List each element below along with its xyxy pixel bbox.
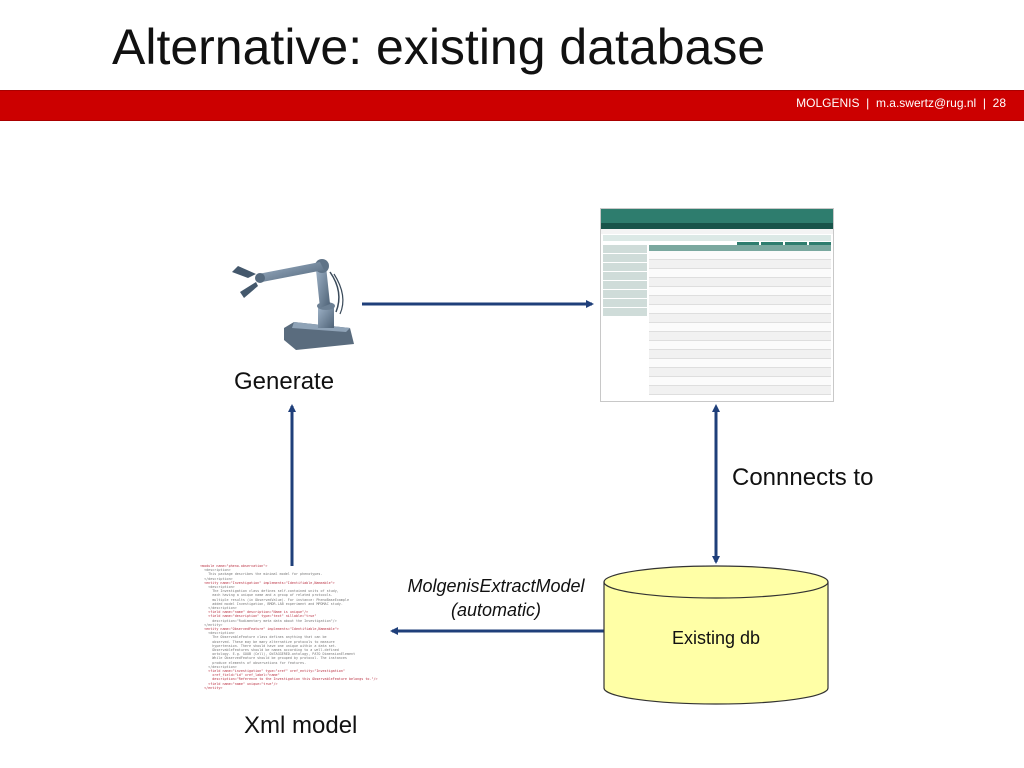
xml-code-thumbnail: <module name="pheno.observation"> <descr…: [200, 564, 378, 690]
extract-model-name: MolgenisExtractModel: [407, 576, 585, 596]
footer-sep-2: |: [976, 96, 993, 110]
generate-label: Generate: [234, 368, 335, 395]
app-button-row: [603, 242, 831, 248]
connects-to-label: Connnects to: [732, 464, 874, 491]
footer-sep-1: |: [859, 96, 876, 110]
footer-bar: MOLGENIS | m.a.swertz@rug.nl | 28: [0, 90, 1024, 121]
footer-page: 28: [992, 96, 1006, 110]
web-app-screenshot: [600, 208, 834, 402]
footer-text: MOLGENIS | m.a.swertz@rug.nl | 28: [796, 96, 1006, 110]
existing-db-label: Existing db: [671, 628, 761, 648]
app-topbar: [601, 209, 833, 223]
extract-model-label: MolgenisExtractModel (automatic): [398, 574, 594, 622]
app-sidebar: [603, 245, 647, 395]
app-breadcrumb: [601, 229, 833, 234]
robot-arm-icon: [232, 259, 354, 350]
database-cylinder: [603, 565, 829, 705]
slide-title: Alternative: existing database: [112, 19, 766, 75]
footer-project: MOLGENIS: [796, 96, 860, 110]
app-menubar: [601, 223, 833, 229]
extract-model-note: (automatic): [450, 600, 542, 620]
footer-email: m.a.swertz@rug.nl: [875, 96, 977, 110]
app-table: [649, 245, 831, 401]
app-header: [603, 235, 831, 241]
xml-model-label: Xml model: [244, 712, 358, 739]
